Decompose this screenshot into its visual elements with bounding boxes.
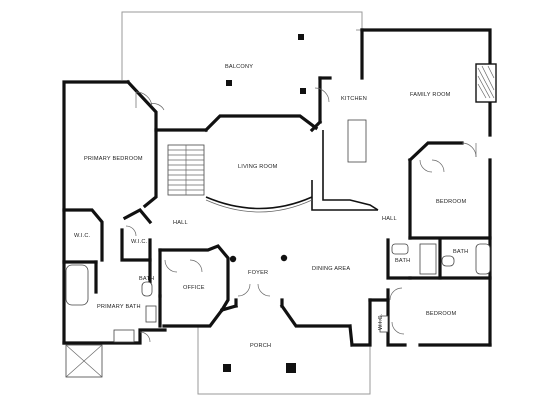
label-foyer: FOYER [248,270,268,276]
label-wic-small: W.I.C. [131,239,148,245]
bath-fixtures [65,243,491,378]
stairs [167,144,205,196]
label-living-room: LIVING ROOM [238,164,278,170]
label-office: OFFICE [183,285,205,291]
label-dining-area: DINING AREA [312,266,350,272]
label-primary-bedroom: PRIMARY BEDROOM [84,156,143,162]
label-bath-mid: BATH [395,258,410,264]
label-bath-small: BATH [139,276,154,282]
label-porch: PORCH [250,343,271,349]
door-swings [125,87,477,343]
label-kitchen: KITCHEN [341,96,367,102]
columns [223,34,306,373]
walls [62,28,492,347]
label-hall-left: HALL [173,220,188,226]
label-wic-right: W.I.C. [378,313,384,330]
label-family-room: FAMILY ROOM [410,92,451,98]
label-bedroom-lower: BEDROOM [426,311,456,317]
label-primary-bath: PRIMARY BATH [97,304,141,310]
porch-outline [197,325,371,395]
living-room-bay [205,196,313,210]
fireplace [475,63,497,103]
room-labels: BALCONY KITCHEN FAMILY ROOM PRIMARY BEDR… [74,64,468,349]
label-bedroom-upper: BEDROOM [436,199,466,205]
label-bath-right: BATH [453,249,468,255]
label-wic-left: W.I.C. [74,233,91,239]
label-balcony: BALCONY [225,64,253,70]
label-hall-right: HALL [382,216,397,222]
